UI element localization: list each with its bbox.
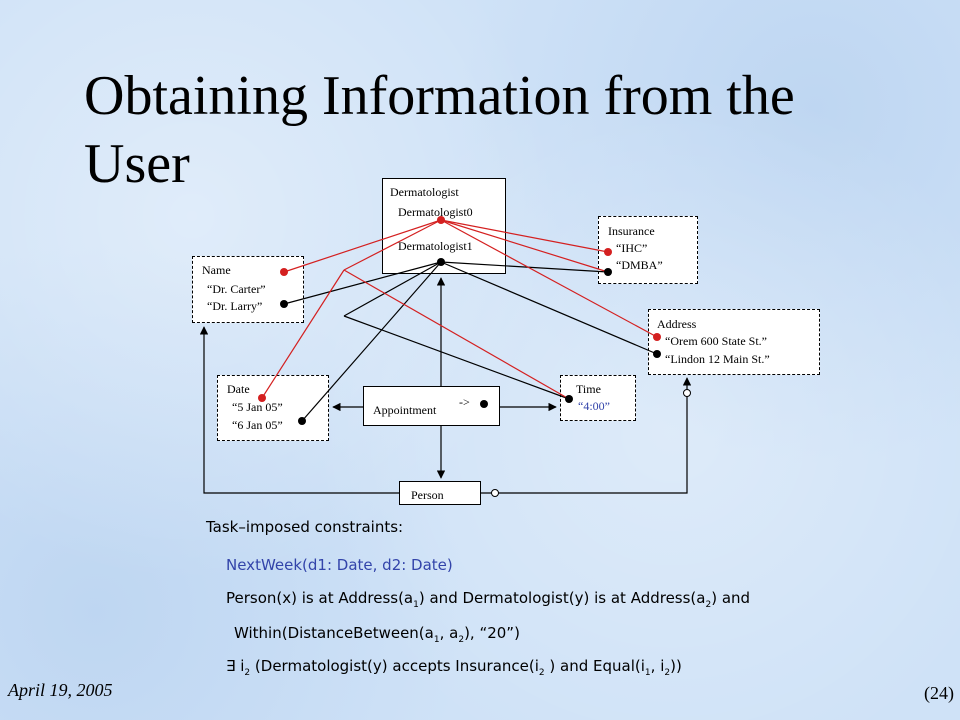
date-label: Date <box>227 382 250 396</box>
address-optional-circle <box>683 389 691 397</box>
insurance-box: Insurance “IHC” “DMBA” <box>598 216 698 284</box>
person-to-address-line <box>481 377 692 494</box>
person-label: Person <box>411 488 444 502</box>
constraint-insurance: ∃ i2 (Dermatologist(y) accepts Insurance… <box>226 657 682 678</box>
constraints-heading: Task–imposed constraints: <box>206 518 404 536</box>
orem-dot <box>653 333 661 341</box>
time-label: Time <box>576 382 601 396</box>
appointment-box: Appointment -> <box>363 386 500 426</box>
lindon-dot <box>653 350 661 358</box>
name-label: Name <box>202 263 231 277</box>
dermatologist-value-0: Dermatologist0 <box>398 205 473 219</box>
address-box: Address “Orem 600 State St.” “Lindon 12 … <box>648 309 820 375</box>
time-value-0: “4:00” <box>578 399 610 413</box>
derm0-to-orem-line <box>440 219 658 338</box>
slide-title: Obtaining Information from the User <box>84 65 795 195</box>
derm1-to-dmba-line <box>440 261 609 273</box>
derm1-to-lindon-line <box>440 261 658 355</box>
name-value-0: “Dr. Carter” <box>207 282 266 296</box>
address-label: Address <box>657 317 697 331</box>
ihc-dot <box>604 248 612 256</box>
derm1-to-larry-line <box>283 261 442 305</box>
constraint-address: Person(x) is at Address(a1) and Dermatol… <box>226 589 751 610</box>
derm1-fan-line <box>343 261 442 317</box>
constraint-nextweek: NextWeek(d1: Date, d2: Date) <box>226 556 453 574</box>
time-dot <box>565 395 573 403</box>
name-box: Name “Dr. Carter” “Dr. Larry” <box>192 256 304 323</box>
insurance-value-1: “DMBA” <box>616 258 663 272</box>
insurance-value-0: “IHC” <box>616 241 648 255</box>
derm0-to-ihc-line <box>440 219 609 253</box>
appointment-dot <box>480 400 488 408</box>
derm1-dot <box>437 258 445 266</box>
person-optional-circle <box>491 489 499 497</box>
footer-date: April 19, 2005 <box>8 680 113 700</box>
constraint-distance: Within(DistanceBetween(a1, a2), “20”) <box>234 624 520 645</box>
date-value-1: “6 Jan 05” <box>232 418 283 432</box>
derm0-dot <box>437 216 445 224</box>
appointment-label: Appointment <box>373 403 437 417</box>
date-box: Date “5 Jan 05” “6 Jan 05” <box>217 375 329 441</box>
derm0-fan-line <box>343 219 442 271</box>
page-number: (24) <box>924 683 954 703</box>
address-value-1: “Lindon 12 Main St.” <box>665 352 770 366</box>
appointment-arrow: -> <box>459 395 470 409</box>
dermatologist-label: Dermatologist <box>390 185 459 199</box>
person-box: Person <box>399 481 481 505</box>
person-to-name-line <box>199 326 399 494</box>
larry-dot <box>280 300 288 308</box>
name-value-1: “Dr. Larry” <box>207 299 263 313</box>
insurance-label: Insurance <box>608 224 655 238</box>
date-value-0: “5 Jan 05” <box>232 400 283 414</box>
6jan-dot <box>298 417 306 425</box>
5jan-dot <box>258 394 266 402</box>
carter-dot <box>280 268 288 276</box>
derm0-to-carter-line <box>283 219 442 273</box>
fan-to-5jan-line <box>261 269 345 399</box>
fan-to-time-red-line <box>343 269 570 400</box>
fan-to-time-line <box>343 315 570 400</box>
dermatologist-box: Dermatologist Dermatologist0 Dermatologi… <box>382 178 506 274</box>
dmba-dot <box>604 268 612 276</box>
address-value-0: “Orem 600 State St.” <box>665 334 767 348</box>
derm1-to-6jan-line <box>301 261 442 422</box>
derm0-to-dmba-line <box>440 219 609 273</box>
time-box: Time “4:00” <box>560 375 636 421</box>
dermatologist-value-1: Dermatologist1 <box>398 239 473 253</box>
